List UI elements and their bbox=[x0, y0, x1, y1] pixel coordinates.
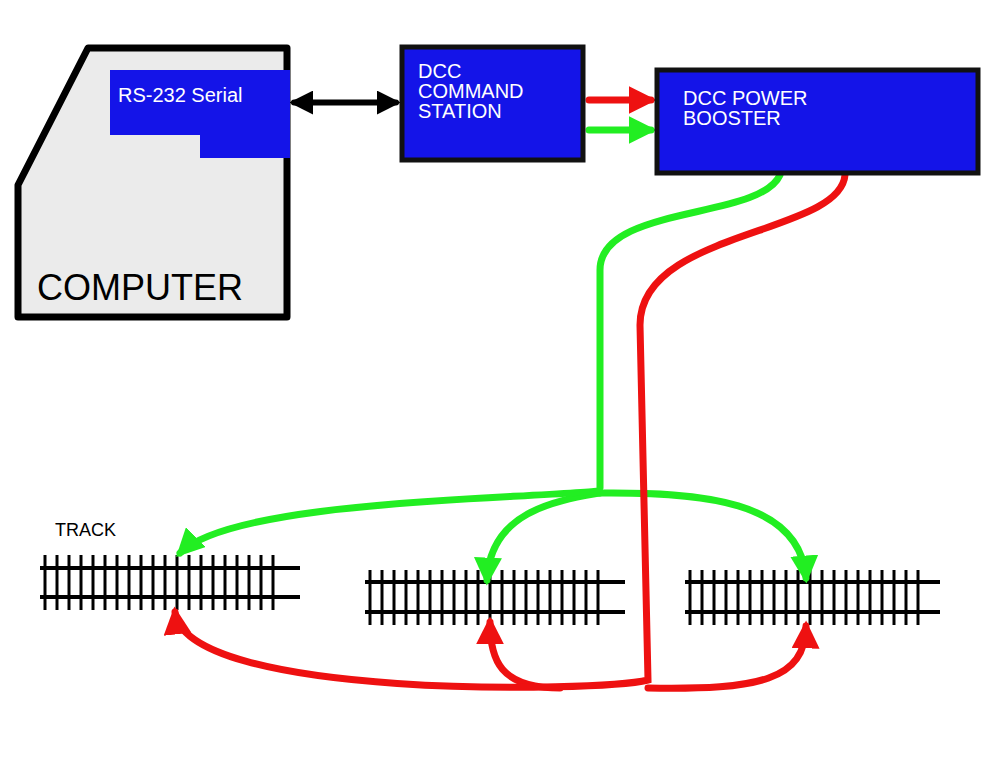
node-label: DCC COMMAND STATION bbox=[418, 61, 536, 121]
connector-wire bbox=[589, 127, 651, 134]
wire-branch bbox=[490, 622, 560, 688]
serial-port-box: RS-232 Serial bbox=[110, 70, 290, 158]
connector-wire bbox=[589, 97, 651, 104]
command-station-box: DCC COMMAND STATION bbox=[400, 45, 585, 162]
power-booster-box: DCC POWER BOOSTER bbox=[655, 68, 980, 175]
connector-wire bbox=[294, 100, 396, 106]
serial-outline bbox=[110, 70, 290, 158]
node-label: COMPUTER bbox=[37, 267, 277, 308]
track-node: TRACK bbox=[40, 555, 300, 610]
node-label: RS-232 Serial bbox=[118, 84, 284, 107]
wire-branch bbox=[600, 493, 806, 578]
node-label: TRACK bbox=[55, 520, 175, 541]
computer-box: COMPUTER RS-232 Serial bbox=[15, 45, 290, 320]
wire-branch bbox=[648, 626, 806, 688]
node-label: DCC POWER BOOSTER bbox=[683, 88, 823, 128]
wire-branch bbox=[487, 493, 600, 580]
